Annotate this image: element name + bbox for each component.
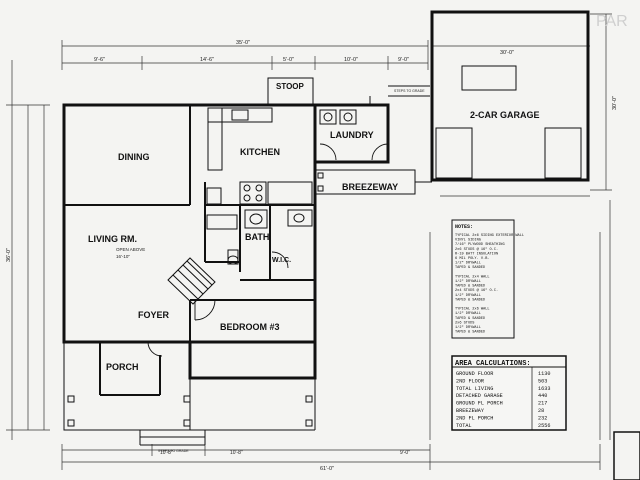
notes-line: 2x6 STUDS (455, 321, 474, 325)
notes-title: NOTES: (455, 224, 473, 230)
notes-box (451, 219, 515, 339)
dim-top-mid: 14'-6" (200, 57, 214, 63)
room-label-kitchen: KITCHEN (240, 147, 280, 157)
notes-line: 1/2" DRYWALL (455, 279, 481, 284)
room-label-wic: W.I.C. (272, 257, 291, 264)
room-label-porch: PORCH (106, 362, 139, 372)
notes-line: 2x4 STUDS @ 16" O.C. (455, 288, 498, 293)
staircase (167, 257, 216, 305)
area-row-value: 28 (538, 408, 544, 414)
notes-line: 1/2" DRYWALL (455, 325, 481, 330)
dim-bottom-right: 10'-8" (230, 450, 243, 456)
area-row-value: 440 (538, 393, 547, 399)
breezeway-outline (314, 169, 432, 195)
room-label-living: LIVING RM. (88, 234, 137, 244)
room-sub-living: OPEN ABOVE (116, 247, 145, 252)
area-row-label: 2ND FLOOR (456, 378, 484, 384)
room-label-foyer: FOYER (138, 310, 170, 320)
area-title: AREA CALCULATIONS: (455, 360, 531, 368)
dim-top-laundry: 10'-0" (344, 57, 358, 63)
area-row-value: 1633 (538, 386, 550, 392)
area-row-value: 232 (538, 415, 547, 421)
dim-bottom-overall: 61'-0" (320, 466, 334, 472)
room-label-bedroom: BEDROOM #3 (220, 322, 280, 332)
area-row-label: TOTAL (456, 423, 472, 429)
dimension-lines (6, 13, 612, 470)
notes-line: R-19 BATT INSULATION (455, 252, 498, 256)
dim-bottom-gap: 9'-0" (400, 450, 410, 456)
dim-bottom-left: 10'-8" (160, 450, 173, 456)
kitchen-counters (206, 107, 313, 205)
dim-left-overall: 36'-0" (6, 248, 12, 262)
garage-walls (430, 10, 590, 182)
room-label-stoop: STOOP (276, 82, 305, 91)
label-steps-to-grade-top: STEPS TO GRADE (394, 89, 425, 93)
notes-line: TAPED & SANDED (455, 298, 485, 302)
notes-line: 7/16" PLYWOOD SHEATHING (455, 242, 505, 247)
dim-garage-side: 30'-0" (612, 96, 618, 110)
area-row-value: 1130 (538, 371, 550, 377)
dim-garage-top: 30'-0" (500, 50, 514, 56)
dim-top-gap: 9'-0" (398, 57, 409, 63)
notes-line: 1/2" DRYWALL (455, 293, 481, 298)
area-row-label: TOTAL LIVING (456, 386, 493, 392)
label-steps-to-grade-bottom: STEPS TO GRADE (158, 449, 189, 453)
notes-line: TYPICAL 2x6 SIDING EXTERIOR WALL (455, 234, 524, 238)
room-label-bath: BATH (245, 232, 269, 242)
dim-living: 16'-10" (116, 254, 130, 259)
notes-line: 6 MIL POLY. V.B. (455, 257, 490, 261)
area-row-value: 503 (538, 378, 547, 384)
notes-line: TAPED & SANDED (455, 331, 485, 335)
notes-line: TAPED & SANDED (455, 266, 485, 270)
interior-walls (64, 105, 315, 343)
area-calculations-box (451, 355, 567, 431)
room-label-laundry: LAUNDRY (330, 130, 374, 140)
room-label-breezeway: BREEZEWAY (342, 182, 398, 192)
notes-line: TAPED & SANDED (455, 317, 485, 321)
watermark-text: PAR (596, 13, 628, 30)
notes-line: TYPICAL 2x6 WALL (455, 308, 490, 312)
area-row-value: 2556 (538, 423, 550, 429)
bath-fixtures (206, 209, 313, 265)
laundry-stoop (267, 77, 430, 164)
room-label-garage: 2-CAR GARAGE (470, 110, 540, 120)
notes-line: TYPICAL 2x4 WALL (455, 275, 490, 279)
area-row-label: DETACHED GARAGE (456, 393, 503, 399)
dim-top-left: 9'-6" (94, 57, 105, 63)
dim-top-overall: 35'-0" (236, 40, 250, 46)
door-swings (147, 143, 389, 357)
room-label-dining: DINING (118, 152, 150, 162)
notes-line: TAPED & SANDED (455, 285, 485, 289)
area-row-label: BREEZEWAY (456, 408, 485, 414)
title-block (613, 431, 640, 480)
notes-line: 1/2" DRYWALL (455, 261, 481, 266)
porch-outline (63, 342, 316, 446)
notes-line: VINYL SIDING (455, 239, 481, 243)
area-row-label: GROUND FL PORCH (456, 401, 503, 407)
dim-top-stoop: 5'-0" (283, 57, 294, 63)
area-row-label: 2ND FL PORCH (456, 415, 493, 421)
notes-line: 2x6 STUDS @ 16" O.C. (455, 247, 498, 252)
notes-line: 1/2" DRYWALL (455, 311, 481, 316)
area-row-label: GROUND FLOOR (456, 371, 493, 377)
area-row-value: 217 (538, 401, 547, 407)
